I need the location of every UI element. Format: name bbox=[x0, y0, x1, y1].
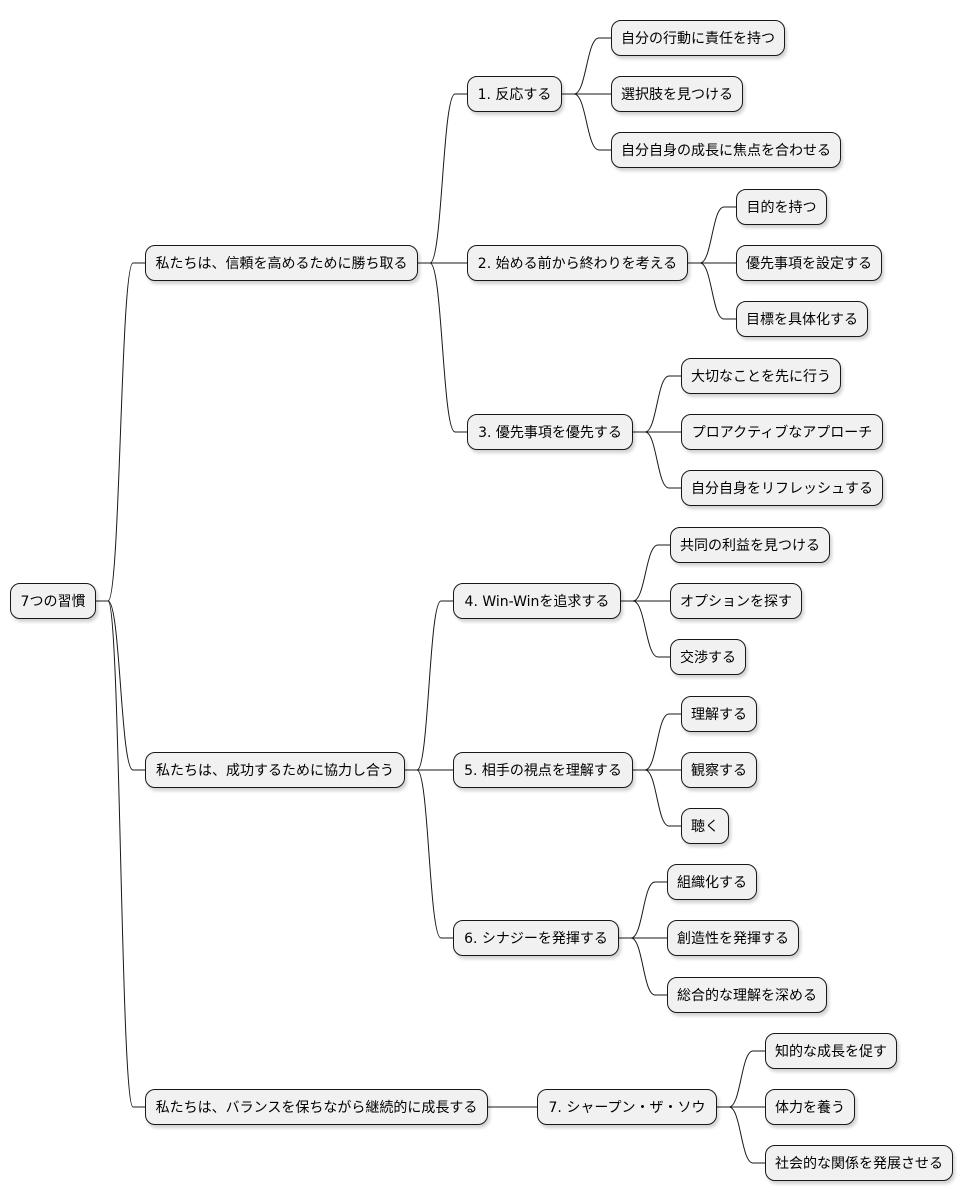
leaf-node: 交渉する bbox=[670, 639, 746, 675]
connector-line bbox=[633, 769, 681, 827]
habit-node-3: 3. 優先事項を優先する bbox=[467, 414, 633, 450]
leaf-node: 自分の行動に責任を持つ bbox=[611, 20, 785, 56]
leaf-node: オプションを探す bbox=[670, 583, 802, 619]
habit-node-7: 7. シャープン・ザ・ソウ bbox=[537, 1089, 717, 1125]
leaf-node: 自分自身の成長に焦点を合わせる bbox=[611, 132, 841, 168]
connector-line bbox=[717, 1106, 765, 1164]
leaf-node: 目標を具体化する bbox=[736, 301, 868, 337]
branch-node-cooperation: 私たちは、成功するために協力し合う bbox=[145, 752, 405, 788]
leaf-node: 総合的な理解を深める bbox=[667, 977, 827, 1013]
leaf-node: 選択肢を見つける bbox=[611, 76, 743, 112]
branch-node-growth: 私たちは、バランスを保ちながら継続的に成長する bbox=[145, 1089, 488, 1125]
habit-node-1: 1. 反応する bbox=[467, 76, 562, 112]
connector-line bbox=[633, 431, 681, 489]
leaf-node: 知的な成長を促す bbox=[765, 1033, 897, 1069]
connector-line bbox=[633, 713, 681, 771]
connector-line bbox=[405, 769, 453, 939]
leaf-node: 大切なことを先に行う bbox=[681, 358, 841, 394]
leaf-node: 聴く bbox=[681, 808, 729, 844]
leaf-node: 創造性を発揮する bbox=[667, 920, 799, 956]
leaf-node: プロアクティブなアプローチ bbox=[681, 414, 883, 450]
leaf-node: 体力を養う bbox=[765, 1089, 855, 1125]
connector-line bbox=[619, 881, 667, 939]
mindmap-root-node: 7つの習慣 bbox=[10, 583, 96, 619]
connector-line bbox=[717, 1050, 765, 1108]
leaf-node: 社会的な関係を発展させる bbox=[765, 1145, 953, 1181]
connector-line bbox=[418, 93, 467, 264]
leaf-node: 優先事項を設定する bbox=[736, 245, 882, 281]
leaf-node: 目的を持つ bbox=[736, 189, 827, 225]
connector-line bbox=[619, 937, 667, 996]
connector-line bbox=[405, 600, 453, 771]
connector-line bbox=[96, 600, 145, 771]
connector-line bbox=[621, 600, 670, 658]
leaf-node: 自分自身をリフレッシュする bbox=[681, 470, 883, 506]
leaf-node: 理解する bbox=[681, 696, 757, 732]
habit-node-2: 2. 始める前から終わりを考える bbox=[467, 245, 688, 281]
habit-node-5: 5. 相手の視点を理解する bbox=[453, 752, 633, 788]
connector-line bbox=[621, 544, 670, 602]
leaf-node: 組織化する bbox=[667, 864, 757, 900]
connector-line bbox=[96, 262, 145, 602]
connector-line bbox=[562, 37, 611, 95]
connector-line bbox=[688, 206, 736, 264]
connector-line bbox=[688, 262, 736, 320]
habit-node-6: 6. シナジーを発揮する bbox=[453, 920, 619, 956]
leaf-node: 共同の利益を見つける bbox=[670, 527, 830, 563]
connector-line bbox=[562, 93, 611, 151]
branch-node-trust: 私たちは、信頼を高めるために勝ち取る bbox=[145, 245, 418, 281]
connector-line bbox=[96, 600, 145, 1108]
connector-line bbox=[633, 375, 681, 433]
habit-node-4: 4. Win-Winを追求する bbox=[453, 583, 621, 619]
leaf-node: 観察する bbox=[681, 752, 757, 788]
connector-line bbox=[418, 262, 467, 433]
